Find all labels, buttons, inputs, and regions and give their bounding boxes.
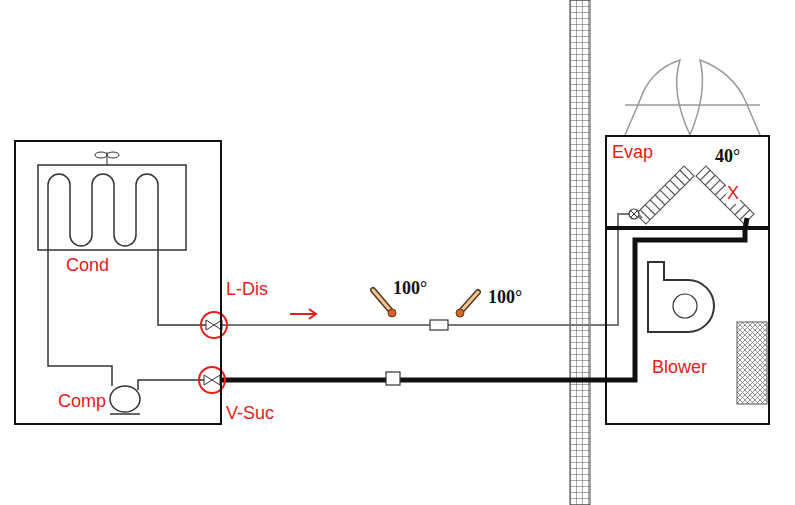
flow-arrow bbox=[290, 309, 316, 319]
evaporator-coil bbox=[696, 166, 754, 224]
temperature: 100° bbox=[488, 288, 522, 308]
discharge-pipe bbox=[48, 250, 112, 386]
liquid-line bbox=[222, 228, 618, 325]
suction-line bbox=[222, 228, 745, 380]
compressor bbox=[110, 386, 140, 412]
blower-wheel bbox=[673, 294, 697, 318]
evaporator-coil bbox=[636, 166, 694, 224]
wall bbox=[570, 0, 590, 505]
outdoor-unit: CondComp bbox=[14, 140, 222, 425]
valve-name: V-Suc bbox=[226, 404, 274, 424]
blower-section: Blower bbox=[605, 228, 770, 425]
metering-device bbox=[631, 211, 638, 218]
suction-fitting bbox=[386, 372, 400, 385]
condenser-coil bbox=[48, 174, 158, 250]
part-name: Comp bbox=[58, 392, 106, 412]
compressor-base bbox=[110, 413, 140, 415]
condenser-fan bbox=[95, 152, 119, 165]
blower-housing bbox=[648, 262, 714, 332]
temperature: 100° bbox=[393, 279, 427, 299]
metering-pipe bbox=[639, 215, 642, 218]
thermometer bbox=[373, 290, 396, 317]
part-name: Evap bbox=[612, 143, 653, 163]
supply-vanes bbox=[625, 60, 760, 135]
air-filter bbox=[737, 322, 767, 404]
filter-drier bbox=[430, 320, 448, 330]
fault-mark: X bbox=[726, 184, 740, 204]
liquid-pipe bbox=[158, 250, 206, 325]
suction-pipe bbox=[138, 380, 206, 390]
metering-device bbox=[629, 209, 639, 219]
part-name: Cond bbox=[66, 256, 109, 276]
evaporator-section: Evap 40° bbox=[605, 135, 770, 228]
condenser-frame bbox=[38, 165, 186, 250]
part-name: Blower bbox=[652, 358, 707, 378]
valve-circle bbox=[201, 312, 227, 338]
metering-pipe bbox=[618, 214, 629, 228]
valve-name: L-Dis bbox=[226, 280, 268, 300]
service-valve bbox=[204, 320, 222, 385]
thermometer bbox=[456, 292, 478, 317]
temperature: 40° bbox=[715, 147, 740, 167]
